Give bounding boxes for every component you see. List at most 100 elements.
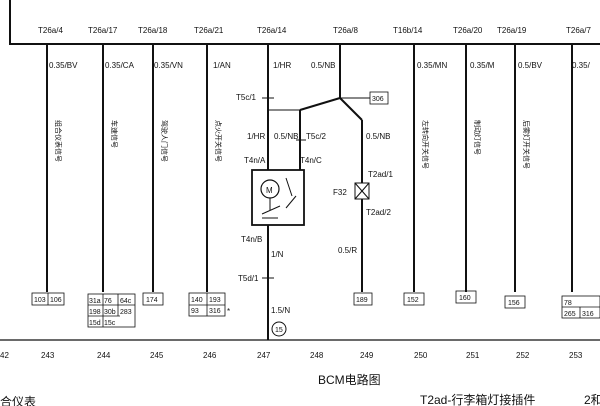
connector-label: T4n/C bbox=[300, 156, 322, 165]
column-number: 243 bbox=[41, 351, 55, 360]
wire-code: 0.35/BV bbox=[49, 61, 78, 70]
connector-label: T2ad/2 bbox=[366, 208, 391, 217]
terminal-243: T26a/4 0.35/BV 组合仪表信号 103 106 bbox=[31, 26, 78, 306]
wire-code: 0.5/R bbox=[338, 246, 357, 255]
column-number: 244 bbox=[97, 351, 111, 360]
wire-code: 0.35/CA bbox=[105, 61, 135, 70]
terminal-251: T26a/20 0.35/M 制动灯信号 160 bbox=[453, 26, 495, 304]
signal-description: 左转向开关信号 bbox=[421, 120, 430, 169]
connector-label: T16b/14 bbox=[393, 26, 423, 35]
connector-label: T26a/18 bbox=[138, 26, 168, 35]
connector-label: T26a/20 bbox=[453, 26, 483, 35]
wire-code: 0.35/VN bbox=[154, 61, 183, 70]
wire-code: 0.5/NB bbox=[274, 132, 298, 141]
pin-ref: 93 bbox=[191, 308, 199, 315]
footer-left: 合仪表 bbox=[0, 394, 36, 406]
pin-ref: 174 bbox=[146, 297, 158, 304]
pin-ref: 103 bbox=[34, 297, 46, 304]
wire-code: 0.35/ bbox=[572, 61, 591, 70]
wire-code: 1/HR bbox=[273, 61, 291, 70]
wire-code: 0.5/NB bbox=[311, 61, 335, 70]
pin-ref: 160 bbox=[459, 295, 471, 302]
pin-ref: 265 bbox=[564, 311, 576, 318]
switch-icon bbox=[261, 177, 297, 219]
wire-code: 0.5/BV bbox=[518, 61, 543, 70]
column-number: 42 bbox=[0, 351, 9, 360]
pin-ref: 283 bbox=[120, 309, 132, 316]
motor-housing bbox=[251, 169, 305, 226]
terminal-244: T26a/17 0.35/CA 车速信号 31a 76 64c 198 30b … bbox=[87, 26, 136, 328]
junction-ref: 306 bbox=[372, 96, 384, 103]
bcm-module-box bbox=[9, 0, 600, 45]
terminal-246: T26a/21 1/AN 点火开关信号 140 193 93 316 * bbox=[188, 26, 231, 317]
pin-ref: 198 bbox=[89, 309, 101, 316]
ground-ref-icon bbox=[271, 321, 287, 337]
pin-ref: 316 bbox=[209, 308, 221, 315]
pin-ref: 189 bbox=[356, 297, 368, 304]
wire-code: 1/N bbox=[271, 250, 284, 259]
footer-far: 2和 bbox=[584, 393, 600, 406]
connector-label: T5c/1 bbox=[236, 93, 257, 102]
pin-ref: 316 bbox=[582, 311, 594, 318]
connector-label: T5d/1 bbox=[238, 274, 259, 283]
column-number: 249 bbox=[360, 351, 374, 360]
signal-description: 后雾灯开关信号 bbox=[522, 120, 531, 169]
column-number: 247 bbox=[257, 351, 271, 360]
terminal-250: T16b/14 0.35/MN 左转向开关信号 152 bbox=[393, 26, 447, 306]
column-number: 252 bbox=[516, 351, 530, 360]
pin-ref: 152 bbox=[407, 297, 419, 304]
motor-symbol: M bbox=[266, 186, 273, 195]
connector-label: T26a/8 bbox=[333, 26, 358, 35]
column-number: 251 bbox=[466, 351, 480, 360]
pin-ref: 76 bbox=[104, 298, 112, 305]
signal-description: 驾驶人门信号 bbox=[160, 120, 169, 162]
terminal-252: T26a/19 0.5/BV 后雾灯开关信号 156 bbox=[497, 26, 543, 309]
pin-ref: 78 bbox=[564, 300, 572, 307]
wire-code: 0.35/M bbox=[470, 61, 495, 70]
pin-ref: 140 bbox=[191, 297, 203, 304]
connector-label: T26a/14 bbox=[257, 26, 287, 35]
wire-code: 0.5/NB bbox=[366, 132, 390, 141]
pin-marker: * bbox=[227, 307, 230, 316]
connector-label: T26a/7 bbox=[566, 26, 591, 35]
connector-label: T26a/19 bbox=[497, 26, 527, 35]
terminal-245: T26a/18 0.35/VN 驾驶人门信号 174 bbox=[138, 26, 183, 306]
column-number: 245 bbox=[150, 351, 164, 360]
wire-code: 1/AN bbox=[213, 61, 231, 70]
signal-description: 制动灯信号 bbox=[473, 120, 482, 155]
wire-code: 1.5/N bbox=[271, 306, 290, 315]
pin-ref: 156 bbox=[508, 300, 520, 307]
connector-label: T26a/17 bbox=[88, 26, 118, 35]
signal-description: 组合仪表信号 bbox=[54, 120, 63, 162]
signal-description: 点火开关信号 bbox=[214, 120, 223, 162]
connector-label: T26a/21 bbox=[194, 26, 224, 35]
connector-label: T5c/2 bbox=[306, 132, 327, 141]
pin-ref: 30b bbox=[104, 309, 116, 316]
diagram-caption: BCM电路图 bbox=[318, 372, 381, 387]
pin-ref: 15d bbox=[89, 320, 101, 327]
terminal-253: T26a/7 0.35/ 78 265 316 bbox=[561, 26, 600, 319]
column-number: 253 bbox=[569, 351, 583, 360]
pin-ref: 64c bbox=[120, 298, 132, 305]
column-number: 250 bbox=[414, 351, 428, 360]
column-number: 248 bbox=[310, 351, 324, 360]
terminal-249: T26a/8 0.5/NB 306 0.5/NB T2ad/1 F32 T2ad… bbox=[299, 26, 393, 306]
wire-code: 1/HR bbox=[247, 132, 265, 141]
connector-label: T4n/A bbox=[244, 156, 266, 165]
wire-code: 0.35/MN bbox=[417, 61, 447, 70]
pin-ref: 31a bbox=[89, 298, 101, 305]
pin-ref: 15c bbox=[104, 320, 116, 327]
pin-ref: 193 bbox=[209, 297, 221, 304]
pin-ref: 106 bbox=[50, 297, 62, 304]
connector-label: T26a/4 bbox=[38, 26, 63, 35]
fuse-label: F32 bbox=[333, 188, 347, 197]
connector-label: T4n/B bbox=[241, 235, 262, 244]
footer-right: T2ad-行李箱灯接插件 bbox=[420, 392, 535, 406]
ground-ref: 15 bbox=[275, 327, 283, 334]
terminal-247: T26a/14 1/HR T5c/1 1/HR 0.5/NB T5c/2 T4n… bbox=[236, 26, 327, 340]
signal-description: 车速信号 bbox=[110, 120, 119, 148]
column-number: 246 bbox=[203, 351, 217, 360]
connector-label: T2ad/1 bbox=[368, 170, 393, 179]
column-numbers: 42 243 244 245 246 247 248 249 250 251 2… bbox=[0, 351, 583, 360]
